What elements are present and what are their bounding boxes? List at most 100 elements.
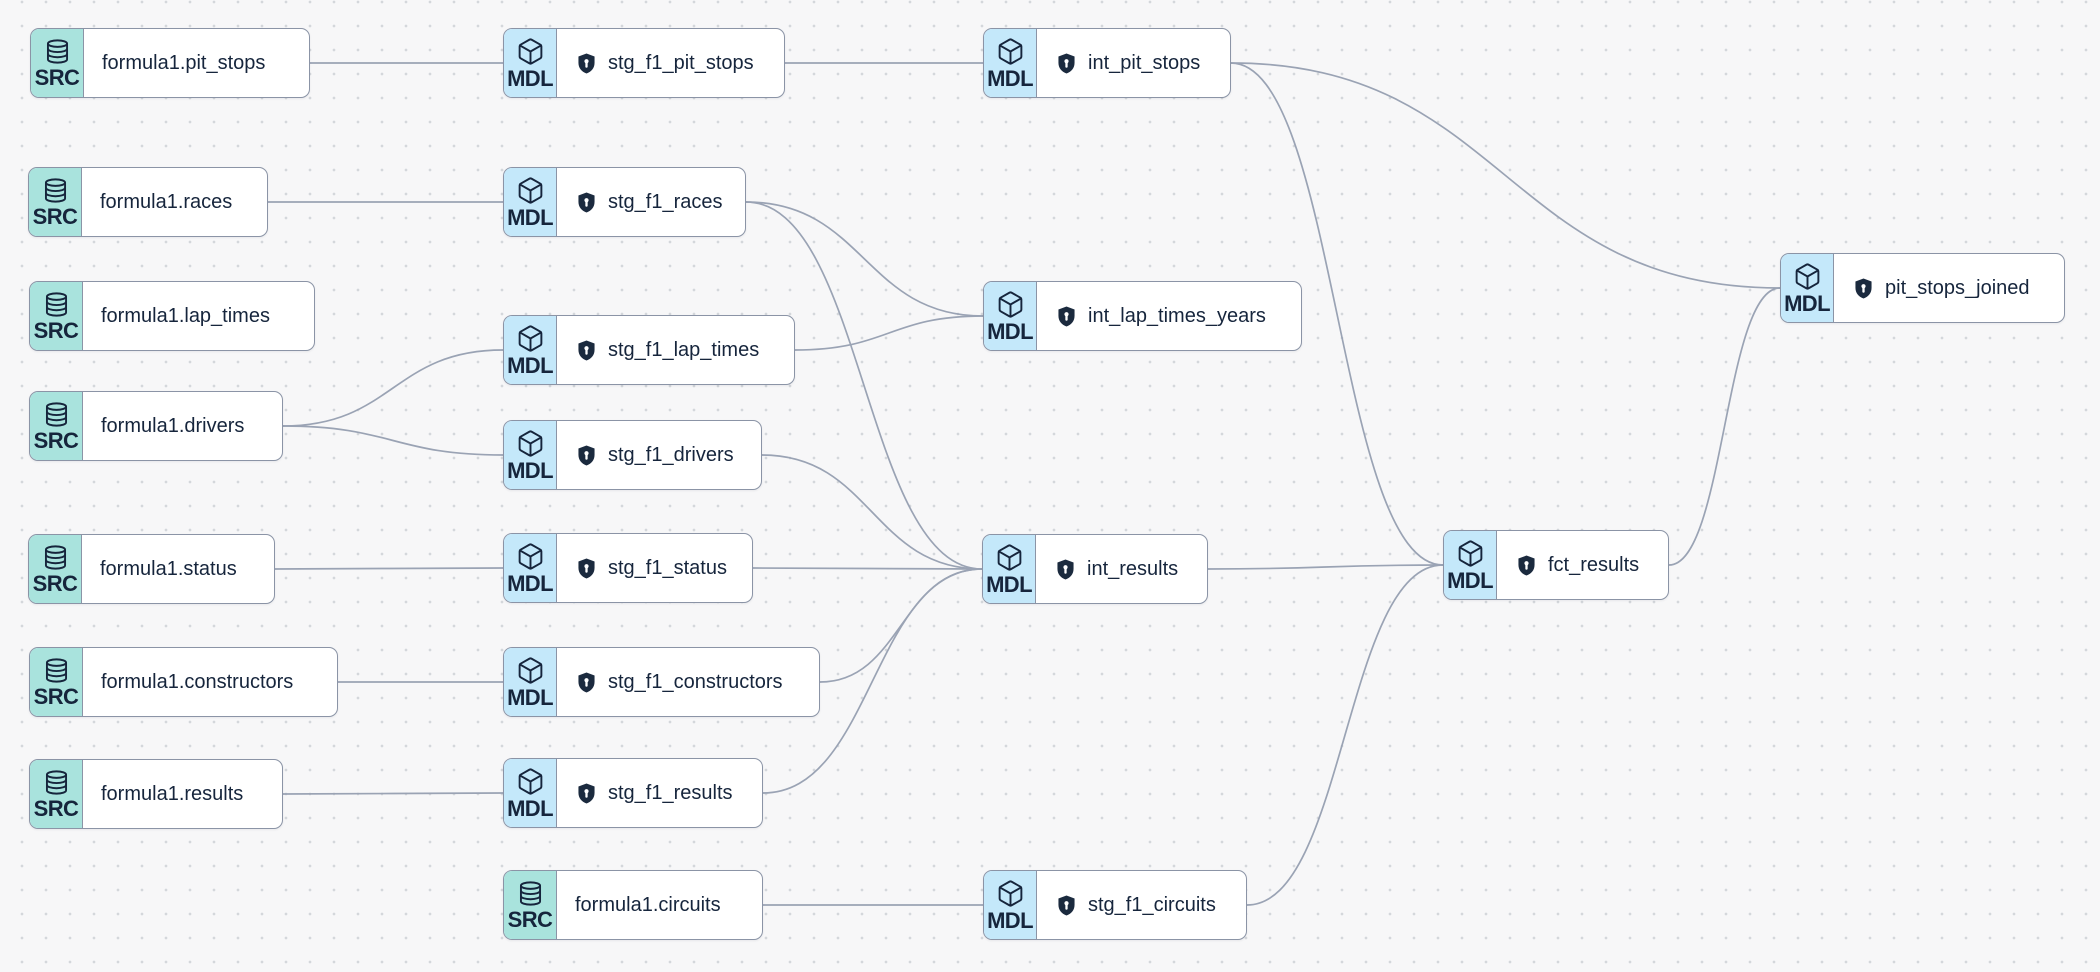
- node-type-badge: MDL: [507, 795, 553, 821]
- node-label: formula1.constructors: [101, 671, 294, 693]
- model-type-tab: MDL: [1444, 531, 1497, 599]
- node-type-badge: SRC: [33, 683, 79, 709]
- cube-icon: [996, 879, 1025, 908]
- database-icon: [43, 291, 70, 318]
- node-label: stg_f1_circuits: [1088, 894, 1216, 916]
- node-body: stg_f1_pit_stops: [557, 29, 784, 97]
- lineage-edge-src_drivers-to-stg_lap_times: [282, 349, 504, 427]
- lineage-edge-stg_results-to-int_results: [762, 568, 983, 794]
- node-label: stg_f1_races: [608, 191, 723, 213]
- node-type-badge: SRC: [33, 795, 79, 821]
- shield-icon: [1055, 52, 1078, 75]
- node-body: stg_f1_races: [557, 168, 745, 236]
- shield-icon: [1054, 558, 1077, 581]
- cube-icon: [516, 176, 545, 205]
- lineage-node-stg_f1_results[interactable]: MDL stg_f1_results: [503, 758, 763, 828]
- lineage-node-stg_f1_races[interactable]: MDL stg_f1_races: [503, 167, 746, 237]
- lineage-edge-int_pit_stops-to-fct_results: [1230, 62, 1444, 566]
- node-label: int_lap_times_years: [1088, 305, 1266, 327]
- node-label: formula1.results: [101, 783, 244, 805]
- shield-icon: [575, 191, 598, 214]
- node-type-badge: SRC: [507, 906, 553, 932]
- database-icon: [44, 38, 71, 65]
- cube-icon: [516, 542, 545, 571]
- node-type-badge: SRC: [32, 203, 78, 229]
- lineage-edge-int_pit_stops-to-pit_stops_joined: [1230, 62, 1781, 289]
- model-type-tab: MDL: [983, 535, 1036, 603]
- source-type-tab: SRC: [29, 168, 82, 236]
- cube-icon: [1793, 262, 1822, 291]
- node-label: stg_f1_constructors: [608, 671, 783, 693]
- lineage-edge-src_status-to-stg_status: [274, 567, 504, 570]
- lineage-node-formula1.drivers[interactable]: SRC formula1.drivers: [29, 391, 283, 461]
- database-icon: [42, 177, 69, 204]
- node-type-badge: SRC: [34, 64, 80, 90]
- cube-icon: [516, 656, 545, 685]
- database-icon: [42, 544, 69, 571]
- database-icon: [517, 880, 544, 907]
- node-label: stg_f1_lap_times: [608, 339, 760, 361]
- cube-icon: [996, 37, 1025, 66]
- node-body: stg_f1_results: [557, 759, 762, 827]
- model-type-tab: MDL: [504, 759, 557, 827]
- database-icon: [43, 401, 70, 428]
- lineage-edge-stg_drivers-to-int_results: [761, 454, 983, 570]
- lineage-node-stg_f1_circuits[interactable]: MDL stg_f1_circuits: [983, 870, 1247, 940]
- node-label: formula1.races: [100, 191, 233, 213]
- node-body: formula1.status: [82, 535, 274, 603]
- node-body: stg_f1_status: [557, 534, 752, 602]
- lineage-node-formula1.results[interactable]: SRC formula1.results: [29, 759, 283, 829]
- node-type-badge: MDL: [987, 907, 1033, 933]
- shield-icon: [575, 782, 598, 805]
- cube-icon: [995, 543, 1024, 572]
- model-type-tab: MDL: [504, 648, 557, 716]
- source-type-tab: SRC: [30, 392, 83, 460]
- node-type-badge: MDL: [507, 65, 553, 91]
- node-label: formula1.status: [100, 558, 237, 580]
- cube-icon: [516, 767, 545, 796]
- shield-icon: [1515, 554, 1538, 577]
- node-label: stg_f1_results: [608, 782, 733, 804]
- node-type-badge: SRC: [33, 317, 79, 343]
- database-icon: [43, 769, 70, 796]
- node-body: formula1.pit_stops: [84, 29, 309, 97]
- node-body: formula1.lap_times: [83, 282, 314, 350]
- node-type-badge: MDL: [507, 457, 553, 483]
- model-type-tab: MDL: [504, 534, 557, 602]
- shield-icon: [575, 671, 598, 694]
- node-label: pit_stops_joined: [1885, 277, 2030, 299]
- cube-icon: [516, 324, 545, 353]
- model-type-tab: MDL: [504, 168, 557, 236]
- shield-icon: [575, 52, 598, 75]
- node-body: int_pit_stops: [1037, 29, 1230, 97]
- lineage-node-formula1.races[interactable]: SRC formula1.races: [28, 167, 268, 237]
- node-type-badge: MDL: [507, 570, 553, 596]
- source-type-tab: SRC: [504, 871, 557, 939]
- lineage-node-formula1.constructors[interactable]: SRC formula1.constructors: [29, 647, 338, 717]
- node-body: formula1.constructors: [83, 648, 337, 716]
- node-body: stg_f1_drivers: [557, 421, 761, 489]
- cube-icon: [996, 290, 1025, 319]
- node-label: formula1.drivers: [101, 415, 245, 437]
- node-body: formula1.races: [82, 168, 267, 236]
- lineage-node-stg_f1_constructors[interactable]: MDL stg_f1_constructors: [503, 647, 820, 717]
- node-body: stg_f1_constructors: [557, 648, 819, 716]
- node-type-badge: MDL: [507, 204, 553, 230]
- node-body: int_lap_times_years: [1037, 282, 1301, 350]
- node-body: int_results: [1036, 535, 1207, 603]
